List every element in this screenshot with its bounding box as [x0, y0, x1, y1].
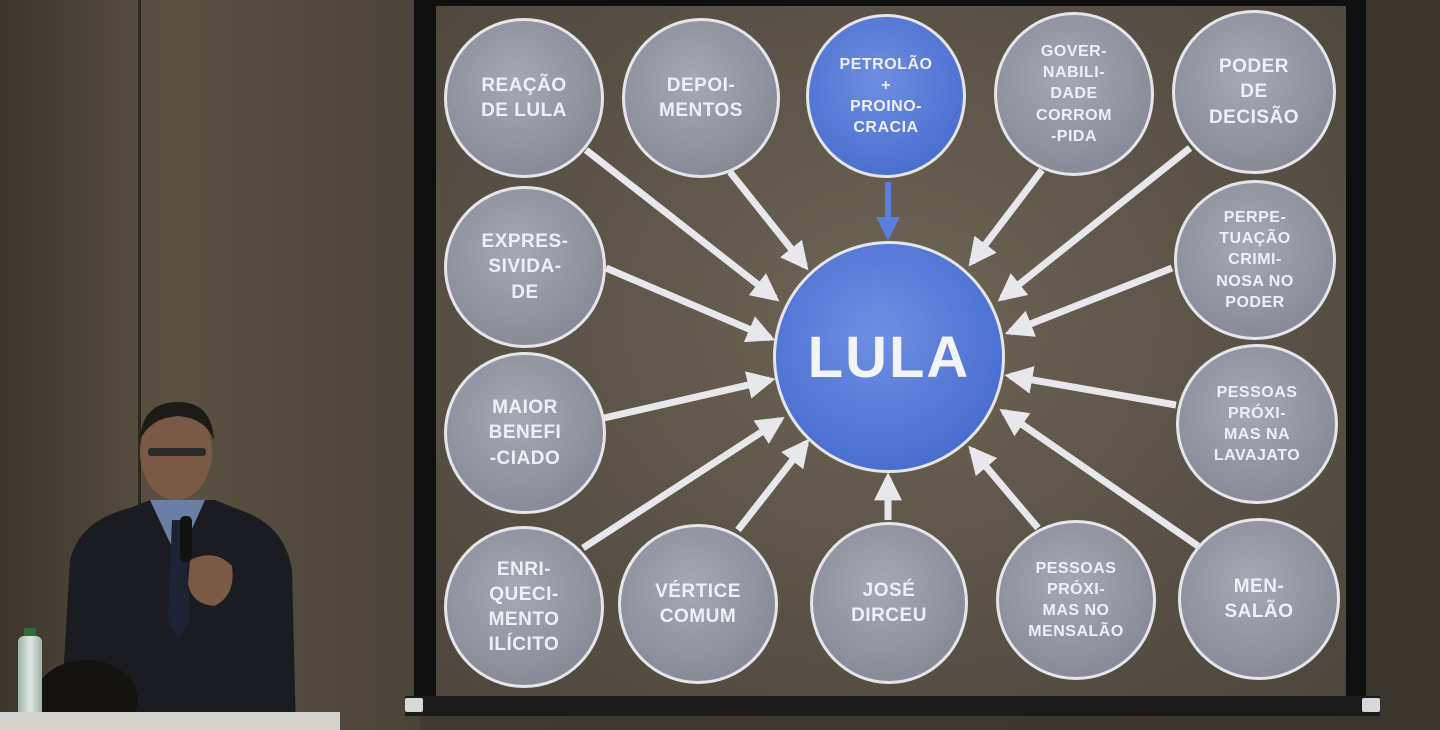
node-label: PERPE- TUAÇÃO CRIMI- NOSA NO PODER: [1216, 209, 1294, 311]
arrow-reacao: [583, 147, 780, 302]
wall-seam: [138, 0, 141, 730]
podium-edge: [0, 712, 340, 730]
node-label: PESSOAS PRÓXI- MAS NA LAVAJATO: [1213, 383, 1301, 465]
node-vertice: VÉRTICE COMUM: [618, 524, 778, 684]
node-poder: PODER DE DECISÃO: [1172, 10, 1336, 174]
node-expressividade: EXPRES- SIVIDA- DE: [444, 186, 606, 348]
center-label: LULA: [807, 324, 971, 390]
node-label: PESSOAS PRÓXI- MAS NO MENSALÃO: [1028, 559, 1124, 641]
node-label: JOSÉ DIRCEU: [851, 579, 927, 626]
arrow-enriquecimento: [581, 416, 785, 551]
node-pessoas-lava: PESSOAS PRÓXI- MAS NA LAVAJATO: [1176, 344, 1338, 504]
node-label: REAÇÃO DE LULA: [481, 74, 567, 121]
node-label: DEPOI- MENTOS: [659, 74, 743, 121]
arrow-expressividade: [604, 264, 776, 343]
node-dirceu: JOSÉ DIRCEU: [810, 522, 968, 684]
screen-bottom-bar: [405, 696, 1380, 716]
node-label: ENRI- QUECI- MENTO ILÍCITO: [488, 558, 560, 656]
arrow-maior: [603, 371, 776, 422]
node-enriquecimento: ENRI- QUECI- MENTO ILÍCITO: [444, 526, 604, 688]
node-petrolao: PETROLÃO + PROINO- CRACIA: [806, 14, 966, 178]
node-mensalao: MEN- SALÃO: [1178, 518, 1340, 680]
arrow-vertice: [735, 438, 810, 533]
node-depoimentos: DEPOI- MENTOS: [622, 18, 780, 178]
node-label: VÉRTICE COMUM: [655, 580, 741, 627]
node-label: MEN- SALÃO: [1224, 575, 1294, 622]
water-bottle: [18, 636, 42, 716]
presenter-glasses: [148, 448, 206, 456]
presenter-hand: [188, 555, 233, 606]
arrow-mensalao: [999, 408, 1200, 549]
node-label: MAIOR BENEFI -CIADO: [488, 397, 562, 469]
node-label: PODER DE DECISÃO: [1208, 56, 1300, 128]
microphone-icon: [180, 516, 192, 562]
arrow-perpetuacao: [1004, 264, 1174, 337]
node-governabilidade: GOVER- NABILI- DADE CORROM -PIDA: [994, 12, 1154, 176]
presenter-hair: [140, 402, 214, 440]
bottle-cap: [24, 628, 36, 638]
node-label: PETROLÃO + PROINO- CRACIA: [839, 55, 933, 137]
node-perpetuacao: PERPE- TUAÇÃO CRIMI- NOSA NO PODER: [1174, 180, 1336, 340]
arrow-depoimentos: [727, 169, 809, 271]
node-reacao: REAÇÃO DE LULA: [444, 18, 604, 178]
node-center-lula: LULA: [773, 241, 1005, 473]
node-label: EXPRES- SIVIDA- DE: [481, 231, 569, 303]
node-pessoas-mens: PESSOAS PRÓXI- MAS NO MENSALÃO: [996, 520, 1156, 680]
arrow-poder: [997, 145, 1193, 302]
node-maior: MAIOR BENEFI -CIADO: [444, 352, 606, 514]
node-label: GOVER- NABILI- DADE CORROM -PIDA: [1036, 43, 1112, 145]
presenter: [34, 402, 296, 730]
arrow-pessoas-lava: [1004, 366, 1177, 409]
arrow-pessoas-mens: [968, 445, 1041, 531]
arrow-governabilidade: [968, 167, 1045, 267]
